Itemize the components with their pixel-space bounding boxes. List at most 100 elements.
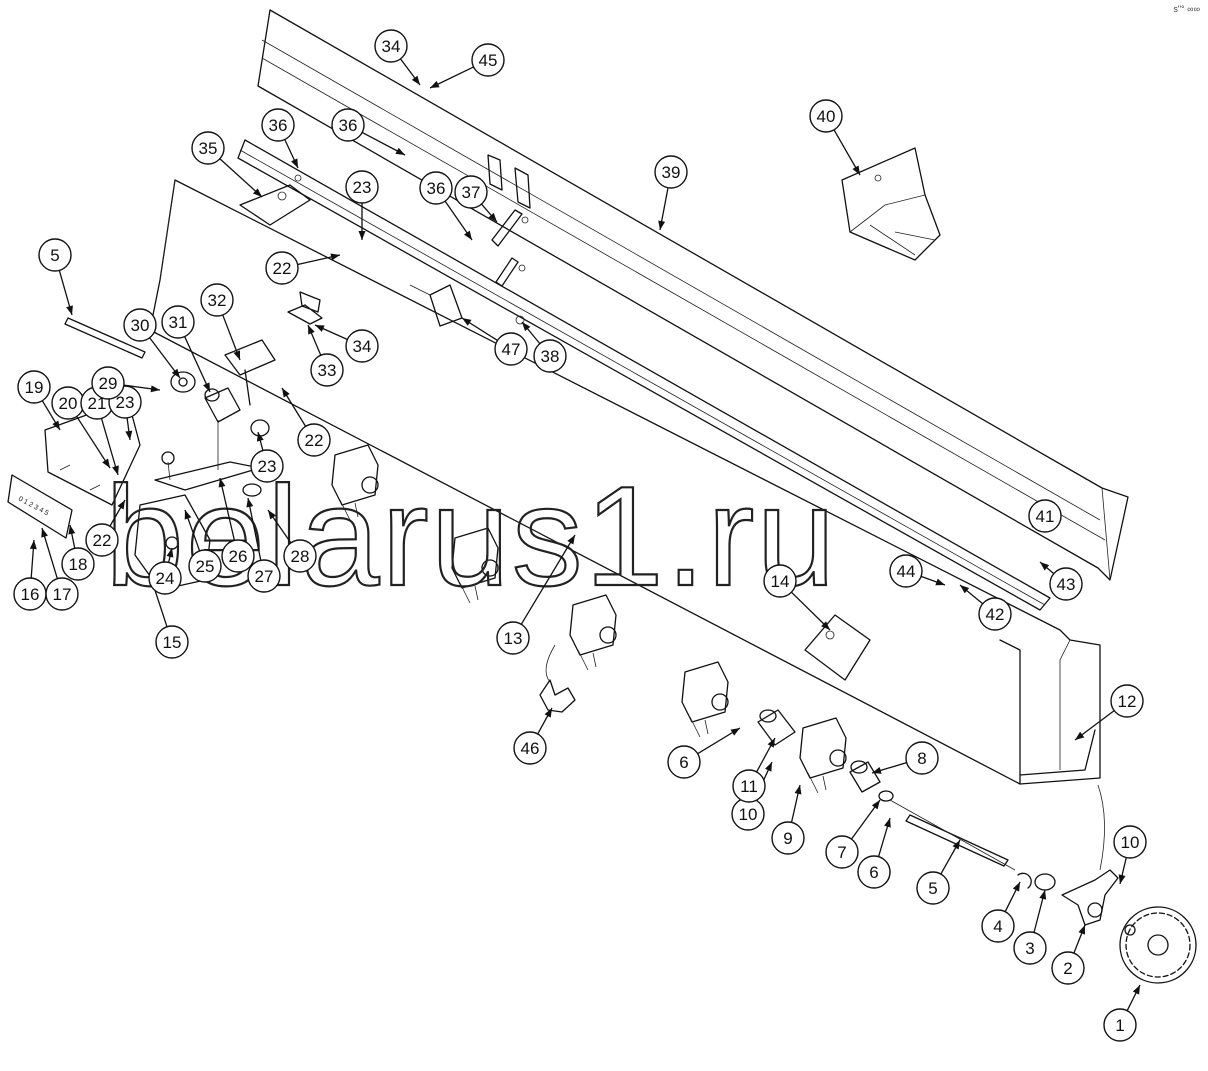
- callout-balloon: [1051, 951, 1085, 985]
- callout-balloon: [265, 251, 299, 285]
- callout-arrowhead: [488, 212, 497, 222]
- bracket-14: [804, 614, 871, 681]
- callout-balloon: [857, 855, 891, 889]
- callout-arrowhead: [308, 325, 315, 335]
- callout-number: 47: [502, 340, 521, 359]
- callout-number: 35: [199, 139, 218, 158]
- callout-balloon: [345, 170, 379, 204]
- callout-number: 18: [69, 555, 88, 574]
- callout-arrowhead: [463, 230, 472, 240]
- callout-number: 42: [986, 605, 1005, 624]
- clamp-32: [224, 339, 276, 406]
- callout-balloon: [978, 597, 1012, 631]
- callout-balloon: [494, 332, 528, 366]
- callout-arrowhead: [567, 535, 575, 545]
- callout-arrowhead: [358, 231, 366, 240]
- link-37: [491, 209, 529, 325]
- callout-number: 38: [541, 347, 560, 366]
- callout-number: 15: [163, 633, 182, 652]
- callout-balloon: [496, 621, 530, 655]
- callout-balloon: [1028, 499, 1062, 533]
- callout-arrowhead: [1040, 562, 1050, 571]
- callout-balloon: [374, 29, 408, 63]
- hopper-40: [841, 147, 941, 261]
- callout-arrowhead: [166, 548, 174, 558]
- callout-balloon: [732, 769, 766, 803]
- callout-balloon: [148, 561, 182, 595]
- callout-leader: [790, 591, 831, 631]
- callout-number: 6: [679, 753, 688, 772]
- callout-arrowhead: [395, 147, 405, 155]
- callout-number: 34: [353, 337, 372, 356]
- callout-balloon: [200, 283, 234, 317]
- callout-arrowhead: [291, 158, 298, 168]
- callout-balloon: [221, 539, 255, 573]
- callout-balloon: [667, 745, 701, 779]
- callout-balloon: [905, 741, 939, 775]
- corner-mark: s"° ∞∞: [1173, 4, 1200, 14]
- callout-arrowhead: [102, 458, 110, 468]
- callout-balloon: [17, 370, 51, 404]
- callout-number: 37: [462, 183, 481, 202]
- callout-balloon: [771, 821, 805, 855]
- callout-number: 2: [1063, 959, 1072, 978]
- callout-balloon: [345, 329, 379, 363]
- callout-number: 34: [382, 37, 401, 56]
- callout-number: 23: [353, 178, 372, 197]
- callout-arrowhead: [66, 305, 73, 315]
- callout-arrowhead: [246, 498, 254, 508]
- callout-number: 23: [116, 393, 135, 412]
- callout-balloon: [283, 539, 317, 573]
- ring-27: [242, 483, 262, 497]
- shaft-5-upper: [64, 317, 146, 359]
- callout-balloon: [454, 175, 488, 209]
- callout-arrowhead: [218, 478, 226, 488]
- callout-arrowhead: [935, 578, 945, 586]
- callout-balloon: [809, 99, 843, 133]
- callout-arrowhead: [872, 767, 882, 774]
- callout-number: 10: [739, 805, 758, 824]
- callout-leader: [219, 158, 263, 198]
- callout-leader: [247, 497, 262, 561]
- callout-number: 24: [156, 569, 175, 588]
- callout-number: 36: [339, 116, 358, 135]
- callout-balloon: [61, 547, 95, 581]
- callout-arrowhead: [765, 762, 772, 772]
- disc-23: [250, 419, 270, 437]
- scale-plate-label: 0 1 2 3 4 5: [17, 496, 50, 518]
- callout-arrowhead: [233, 350, 241, 360]
- callout-number: 3: [1025, 939, 1034, 958]
- callout-number: 19: [25, 378, 44, 397]
- callout-number: 30: [131, 316, 150, 335]
- callout-number: 46: [521, 739, 540, 758]
- callout-balloon: [419, 171, 453, 205]
- callout-number: 11: [740, 777, 758, 796]
- callout-arrowhead: [282, 388, 290, 398]
- callout-balloon: [981, 909, 1015, 943]
- callout-number: 8: [917, 749, 926, 768]
- callout-balloon: [155, 625, 189, 659]
- callout-balloon: [471, 43, 505, 77]
- bearing-31: [204, 387, 241, 423]
- callout-arrowhead: [730, 728, 740, 736]
- callout-number: 17: [53, 585, 72, 604]
- callout-arrowhead: [112, 465, 119, 475]
- callout-number: 29: [99, 374, 118, 393]
- callout-arrowhead: [794, 785, 802, 795]
- callout-number: 40: [817, 107, 836, 126]
- callout-arrowhead: [315, 325, 325, 332]
- callout-leader: [520, 534, 576, 625]
- callout-balloon: [654, 155, 688, 189]
- bushing-8: [849, 760, 881, 793]
- callout-leader: [100, 418, 119, 476]
- callout-balloon: [1103, 1008, 1137, 1042]
- callout-number: 4: [993, 917, 1002, 936]
- bracket-35: [239, 174, 311, 226]
- washer-3: [1034, 873, 1056, 891]
- callout-balloon: [1013, 931, 1047, 965]
- callout-balloon: [91, 366, 125, 400]
- snap-ring-4: [1017, 872, 1032, 889]
- callout-balloon: [763, 564, 797, 598]
- callout-balloon: [1113, 825, 1147, 859]
